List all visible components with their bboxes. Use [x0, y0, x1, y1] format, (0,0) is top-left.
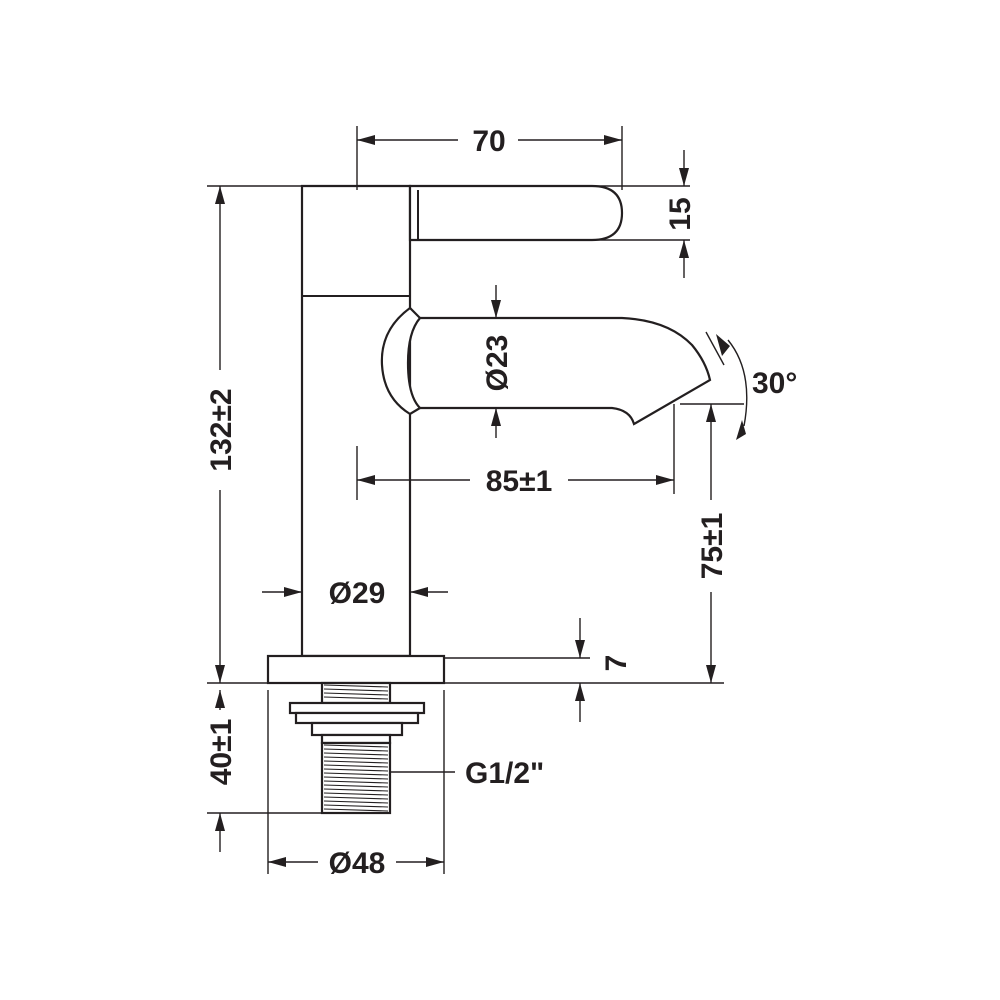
dimension-lines: [219, 139, 712, 863]
spout-diameter-label: Ø23: [481, 335, 514, 392]
spout-angle-label: 30°: [752, 367, 797, 400]
shank-length-label: 40±1: [205, 719, 238, 786]
lever-length-label: 70: [472, 125, 505, 158]
base-diameter-label: Ø48: [329, 847, 386, 880]
spout: [380, 306, 712, 426]
spout-reach-label: 85±1: [486, 465, 553, 498]
base-plate: [266, 654, 446, 685]
spout-height-label: 75±1: [696, 513, 729, 580]
lever-height-label: 15: [664, 197, 697, 230]
lever-handle: [408, 184, 624, 242]
body-diameter-label: Ø29: [329, 577, 386, 610]
arrowheads: [215, 135, 746, 867]
threaded-shank: [288, 681, 426, 815]
thread-size-label: G1/2": [465, 757, 544, 790]
base-thickness-label: 7: [600, 655, 633, 672]
extension-lines: [207, 126, 748, 874]
total-height-label: 132±2: [205, 388, 238, 471]
dimension-labels: 70 15 Ø23 132±2 85±1 30° 75±1 Ø29 7 40±1…: [205, 125, 797, 880]
